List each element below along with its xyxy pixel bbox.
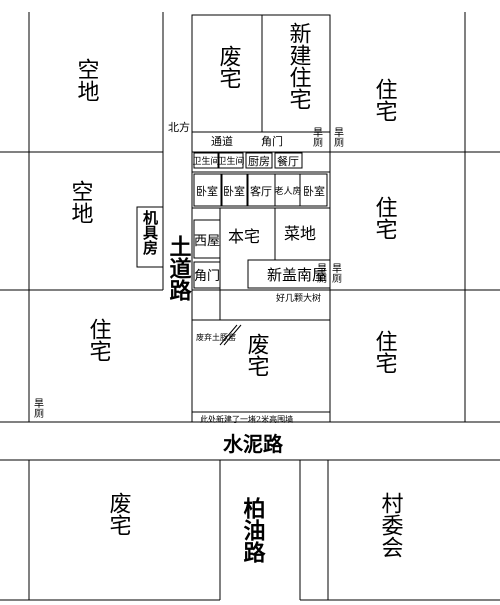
label-new-house: 新建住宅 [286,22,312,110]
label-elder-room: 老人房 [274,185,301,197]
label-corner-gate-top: 角门 [261,134,283,148]
label-bath-1: 卫生间 [192,155,219,167]
label-dry-toilet-d: 旱厕 [330,263,342,284]
label-empty-lot-left: 空地 [68,180,94,224]
label-dirt-road: 土道路 [166,235,192,301]
label-village-committee: 村委会 [378,492,404,558]
label-house-right-bottom: 住宅 [372,330,398,374]
label-dining: 餐厅 [277,154,299,168]
label-dry-toilet-c: 旱厕 [315,263,327,284]
map-lines [0,12,500,601]
label-empty-lot-top: 空地 [74,58,100,102]
label-main-house: 本宅 [228,227,260,246]
label-west-room: 西屋 [194,234,220,249]
label-kitchen: 厨房 [248,155,270,168]
label-house-left-bottom: 住宅 [86,318,112,362]
label-machine-room: 机具房 [141,209,159,256]
label-new-wall-note: 此处新建了一堵2米高围墙 [200,414,293,424]
label-bedroom-2: 卧室 [223,184,245,198]
label-north: 北方 [168,120,190,134]
map-labels: 空地 废宅 新建住宅 住宅 北方 通道 角门 旱厕 旱厕 空地 机具房 卫生间 … [32,22,404,563]
label-cement-road: 水泥路 [223,432,284,456]
label-passage: 通道 [211,134,233,148]
label-big-tree: 好几颗大树 [276,292,321,304]
label-dry-toilet-b: 旱厕 [332,127,344,148]
label-abandoned-mid: 废宅 [244,333,270,377]
label-house-right-mid: 住宅 [372,196,398,240]
label-house-top-right: 住宅 [372,78,398,122]
label-vegetable-plot: 菜地 [284,224,316,243]
label-bedroom-3: 卧室 [303,184,325,198]
label-bath-2: 卫生间 [217,155,244,167]
label-bedroom-1: 卧室 [196,184,218,198]
label-dry-toilet-a: 旱厕 [311,127,323,148]
label-abandoned-bottom: 废宅 [106,492,132,536]
label-dry-toilet-e: 旱厕 [32,398,44,419]
label-asphalt-road: 柏油路 [240,496,266,563]
label-corner-gate-bottom: 角门 [194,269,220,284]
label-abandoned-cellar: 废弃土豚窑 [196,332,236,342]
label-new-south-room: 新盖南屋 [267,266,327,284]
label-abandoned-top: 废宅 [216,45,242,89]
label-living-room: 客厅 [250,184,272,198]
